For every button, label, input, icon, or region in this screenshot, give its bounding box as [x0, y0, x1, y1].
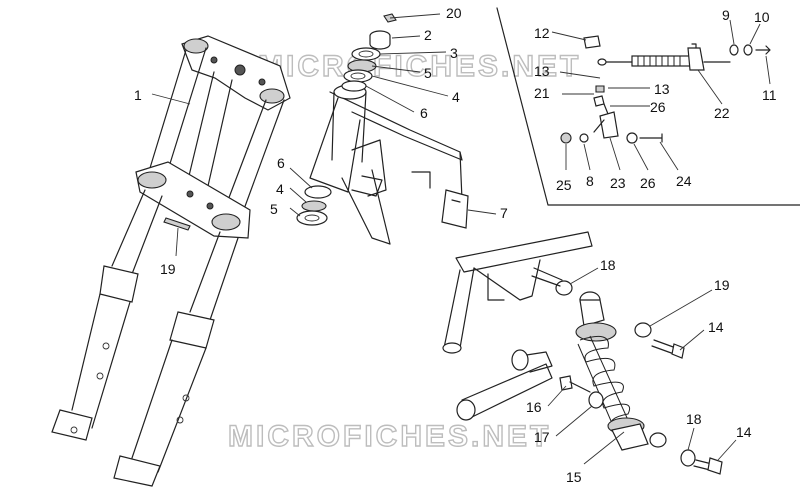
callout-9: 9 — [722, 7, 730, 23]
callout-12: 12 — [534, 25, 550, 41]
callout-20: 20 — [446, 5, 462, 21]
callout-6-lower: 6 — [277, 155, 285, 171]
callout-23: 23 — [610, 175, 626, 191]
rear-frame-section — [442, 231, 593, 354]
steering-damper-assembly — [560, 35, 771, 144]
front-fork-assembly — [51, 35, 291, 487]
callout-14-upper: 14 — [708, 319, 724, 335]
callout-13-left: 13 — [534, 63, 550, 79]
section-divider — [496, 7, 800, 206]
callout-4-lower: 4 — [276, 181, 284, 197]
callout-18-lower: 18 — [686, 411, 702, 427]
callout-5-lower: 5 — [270, 201, 278, 217]
callout-18-upper: 18 — [600, 257, 616, 273]
callout-16: 16 — [526, 399, 542, 415]
callout-8: 8 — [586, 173, 594, 189]
callout-15: 15 — [566, 469, 582, 485]
callout-24: 24 — [676, 173, 692, 189]
callout-14-lower: 14 — [736, 424, 752, 440]
callout-13-right: 13 — [654, 81, 670, 97]
callout-19-right: 19 — [714, 277, 730, 293]
leader-lines — [151, 13, 771, 465]
callout-19-left: 19 — [160, 261, 176, 277]
callout-11: 11 — [762, 87, 777, 103]
callout-17: 17 — [534, 429, 550, 445]
callout-2: 2 — [424, 27, 432, 43]
callout-4-top: 4 — [452, 89, 460, 105]
callout-25: 25 — [556, 177, 572, 193]
watermark-top: MICROFICHES.NET — [258, 50, 581, 83]
swingarm-section — [456, 349, 553, 421]
frame-steering-head — [309, 84, 469, 245]
callout-6-top: 6 — [420, 105, 428, 121]
shock-hardware — [531, 267, 723, 475]
callout-10: 10 — [754, 9, 770, 25]
callout-22: 22 — [714, 105, 730, 121]
callout-26-upper: 26 — [650, 99, 666, 115]
callout-5-top: 5 — [424, 65, 432, 81]
rear-shock-absorber — [575, 291, 667, 451]
callout-26-lower: 26 — [640, 175, 656, 191]
callout-21: 21 — [534, 85, 550, 101]
watermark-bottom: MICROFICHES.NET — [228, 420, 551, 453]
callout-1: 1 — [134, 87, 142, 103]
callout-3: 3 — [450, 45, 458, 61]
callout-7: 7 — [500, 205, 508, 221]
callout-labels: 1 2 3 4 4 5 5 6 6 7 8 9 10 11 12 13 13 1… — [134, 5, 777, 485]
lower-bearing-stack — [296, 185, 332, 226]
